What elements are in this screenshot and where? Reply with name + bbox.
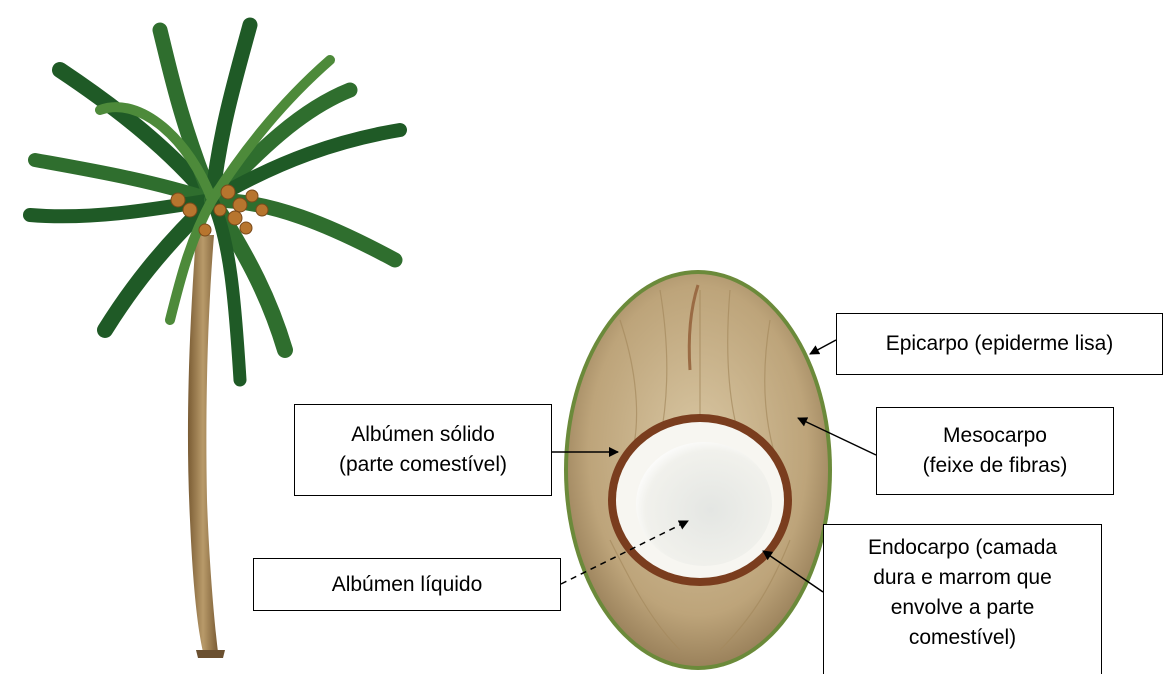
arrow-epicarpo: [810, 340, 836, 354]
label-epicarpo-line-1: Epicarpo (epiderme lisa): [837, 329, 1162, 359]
palm-base: [196, 650, 225, 658]
coconut-cross-section-photo: [564, 270, 832, 670]
label-endocarpo-line-2: dura e marrom que: [824, 563, 1101, 593]
label-albumen-liquido-line-1: Albúmen líquido: [254, 570, 560, 600]
label-albumen-solido-line-2: (parte comestível): [295, 450, 551, 480]
label-albumen-liquido: Albúmen líquido: [253, 558, 561, 611]
label-mesocarpo: Mesocarpo (feixe de fibras): [876, 407, 1114, 495]
label-mesocarpo-line-1: Mesocarpo: [877, 421, 1113, 451]
albumen-liquid-cavity: [636, 442, 772, 566]
label-albumen-solido-line-1: Albúmen sólido: [295, 420, 551, 450]
label-endocarpo: Endocarpo (camada dura e marrom que envo…: [823, 524, 1102, 674]
label-epicarpo: Epicarpo (epiderme lisa): [836, 313, 1163, 375]
palm-fronds: [30, 25, 400, 380]
label-endocarpo-line-3: envolve a parte: [824, 593, 1101, 623]
label-endocarpo-line-1: Endocarpo (camada: [824, 533, 1101, 563]
label-endocarpo-line-4: comestível): [824, 623, 1101, 653]
palm-trunk: [188, 235, 218, 652]
label-mesocarpo-line-2: (feixe de fibras): [877, 451, 1113, 481]
label-albumen-solido: Albúmen sólido (parte comestível): [294, 404, 552, 496]
